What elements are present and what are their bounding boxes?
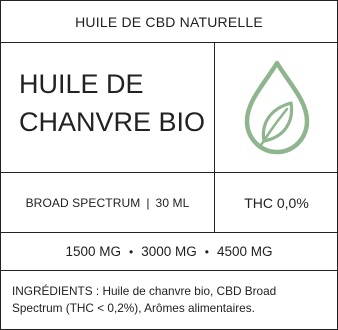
ingredients-section: INGRÉDIENTS : Huile de chanvre bio, CBD …: [1, 271, 337, 329]
dose-item: 3000 MG: [141, 244, 197, 259]
thc-value: THC 0,0%: [244, 194, 309, 211]
logo-cell: [214, 43, 338, 172]
label-header: HUILE DE CBD NATURELLE: [1, 1, 337, 43]
dose-separator: •: [129, 244, 134, 259]
thc-content: THC 0,0%: [214, 173, 338, 232]
spec-separator: |: [146, 195, 150, 210]
product-section: HUILE DE CHANVRE BIO: [1, 43, 337, 173]
product-title-line-2: CHANVRE BIO: [19, 107, 206, 137]
dose-item: 4500 MG: [216, 244, 273, 259]
spectrum-type: BROAD SPECTRUM: [25, 195, 141, 210]
product-title: HUILE DE CHANVRE BIO: [19, 65, 209, 141]
dose-item: 1500 MG: [65, 244, 122, 259]
doses-section: 1500 MG • 3000 MG • 4500 MG: [1, 233, 337, 271]
dose-separator: •: [204, 244, 209, 259]
ingredients-text: INGRÉDIENTS : Huile de chanvre bio, CBD …: [12, 284, 277, 315]
label-header-title: HUILE DE CBD NATURELLE: [75, 13, 263, 30]
spec-section: BROAD SPECTRUM | 30 ML THC 0,0%: [1, 173, 337, 233]
product-title-line-1: HUILE DE: [19, 69, 144, 99]
volume: 30 ML: [155, 195, 190, 210]
spec-details: BROAD SPECTRUM | 30 ML: [1, 173, 214, 232]
leaf-drop-icon: [244, 60, 309, 154]
